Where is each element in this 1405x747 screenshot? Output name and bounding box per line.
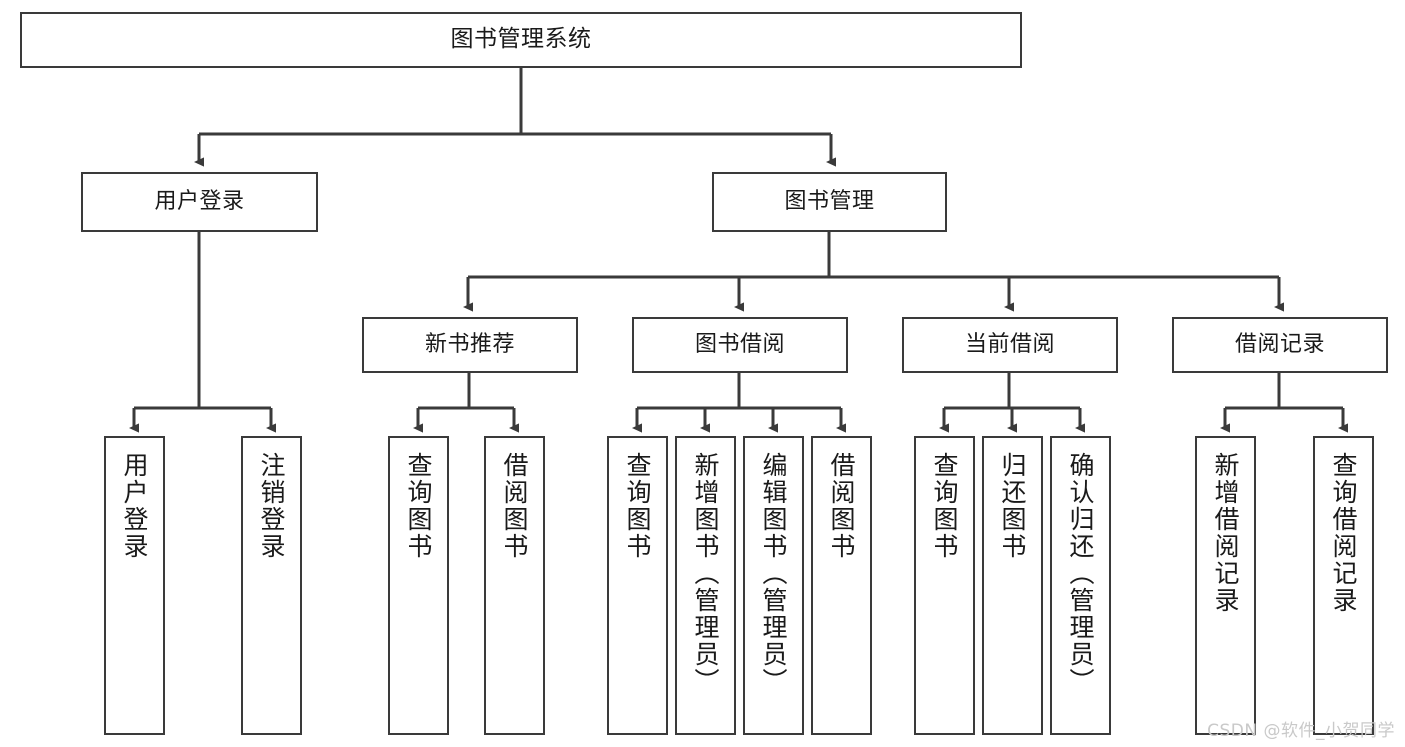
node-label: 用户登录	[154, 189, 245, 215]
leaf-user-login-login[interactable]: 用户登录	[104, 436, 165, 735]
node-new-book-recommend[interactable]: 新书推荐	[362, 317, 578, 373]
leaf-borrow-edit-book[interactable]: 编辑图书（管理员）	[743, 436, 804, 735]
node-label: 查询借阅记录	[1329, 452, 1358, 614]
node-label: 借阅记录	[1234, 332, 1325, 358]
node-label: 确认归还（管理员）	[1066, 452, 1095, 695]
node-label: 借阅图书	[827, 452, 856, 560]
node-label: 图书借阅	[694, 332, 785, 358]
leaf-new-book-borrow[interactable]: 借阅图书	[484, 436, 545, 735]
node-label: 当前借阅	[964, 332, 1055, 358]
node-label: 查询图书	[930, 452, 959, 560]
leaf-record-query[interactable]: 查询借阅记录	[1313, 436, 1374, 735]
node-label: 图书管理	[784, 189, 875, 215]
node-book-borrow[interactable]: 图书借阅	[632, 317, 848, 373]
node-root-system[interactable]: 图书管理系统	[20, 12, 1022, 68]
node-label: 图书管理系统	[450, 26, 592, 53]
leaf-current-return-book[interactable]: 归还图书	[982, 436, 1043, 735]
node-label: 新增借阅记录	[1211, 452, 1240, 614]
leaf-new-book-query[interactable]: 查询图书	[388, 436, 449, 735]
node-borrow-record[interactable]: 借阅记录	[1172, 317, 1388, 373]
node-label: 借阅图书	[500, 452, 529, 560]
node-label: 注销登录	[257, 452, 286, 560]
leaf-record-add[interactable]: 新增借阅记录	[1195, 436, 1256, 735]
leaf-current-query-book[interactable]: 查询图书	[914, 436, 975, 735]
node-label: 归还图书	[998, 452, 1027, 560]
node-label: 查询图书	[623, 452, 652, 560]
node-label: 用户登录	[120, 452, 149, 560]
node-label: 查询图书	[404, 452, 433, 560]
node-label: 新增图书（管理员）	[691, 452, 720, 695]
node-user-login[interactable]: 用户登录	[81, 172, 318, 232]
leaf-borrow-query-book[interactable]: 查询图书	[607, 436, 668, 735]
leaf-user-login-logout[interactable]: 注销登录	[241, 436, 302, 735]
node-label: 新书推荐	[424, 332, 515, 358]
leaf-borrow-borrow-book[interactable]: 借阅图书	[811, 436, 872, 735]
watermark: CSDN @软件_小贺同学	[1207, 721, 1395, 741]
node-label: 编辑图书（管理员）	[759, 452, 788, 695]
node-book-management[interactable]: 图书管理	[712, 172, 947, 232]
node-current-borrow[interactable]: 当前借阅	[902, 317, 1118, 373]
leaf-current-confirm-return[interactable]: 确认归还（管理员）	[1050, 436, 1111, 735]
leaf-borrow-add-book[interactable]: 新增图书（管理员）	[675, 436, 736, 735]
